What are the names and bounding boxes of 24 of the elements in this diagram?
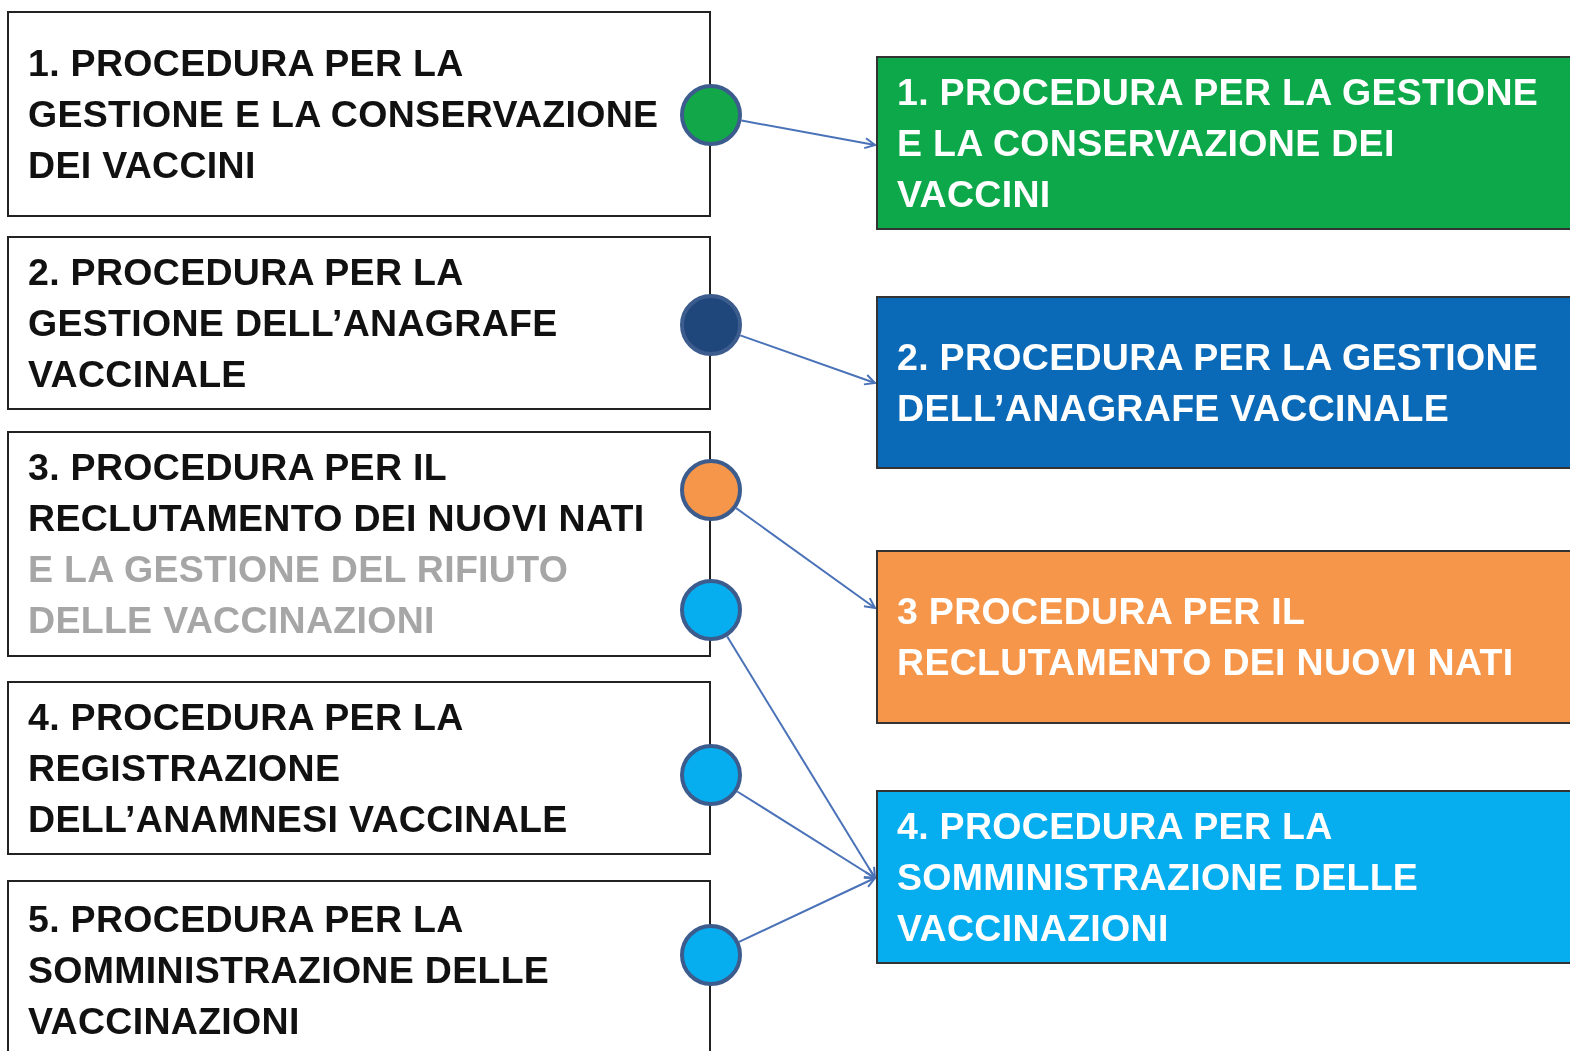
procedure-title: 3. PROCEDURA PER IL RECLUTAMENTO DEI NUOVI NATI E LA GESTIONE DEL RIFIUTO DELLE VACCINAZIONI (28, 445, 646, 643)
procedure-title: 4. PROCEDURA PER LA REGISTRAZIONE DELL’ANAMNESI VACCINALE (28, 694, 569, 842)
procedure-box (7, 681, 711, 855)
procedure-box (7, 11, 711, 217)
arrow (740, 119, 876, 150)
procedure-box (876, 550, 1570, 724)
arrow (735, 507, 876, 609)
arrow (736, 790, 876, 879)
procedure-title: 3 PROCEDURA PER IL RECLUTAMENTO DEI NUOVI NATI (897, 589, 1515, 685)
procedure-title: 2. PROCEDURA PER LA GESTIONE DELL’ANAGRAFE VACCINALE (28, 249, 559, 397)
procedure-box (7, 431, 711, 657)
procedure-box (876, 790, 1570, 964)
arrow (726, 635, 876, 879)
procedure-box (876, 296, 1570, 469)
procedure-box (7, 236, 711, 410)
procedure-box (7, 880, 711, 1051)
procedure-title: 1. PROCEDURA PER LA GESTIONE E LA CONSERVAZIONE DEI VACCINI (897, 69, 1540, 217)
procedure-title: 1. PROCEDURA PER LA GESTIONE E LA CONSERVAZIONE DEI VACCINI (28, 40, 659, 188)
procedure-title: 2. PROCEDURA PER LA GESTIONE DELL’ANAGRAFE VACCINALE (897, 334, 1540, 431)
arrow (738, 876, 876, 943)
procedure-title: 4. PROCEDURA PER LA SOMMINISTRAZIONE DELLE VACCINAZIONI (897, 803, 1420, 951)
procedure-title: 5. PROCEDURA PER LA SOMMINISTRAZIONE DELLE VACCINAZIONI (28, 896, 551, 1044)
procedure-box (876, 56, 1570, 230)
arrow (739, 334, 876, 386)
